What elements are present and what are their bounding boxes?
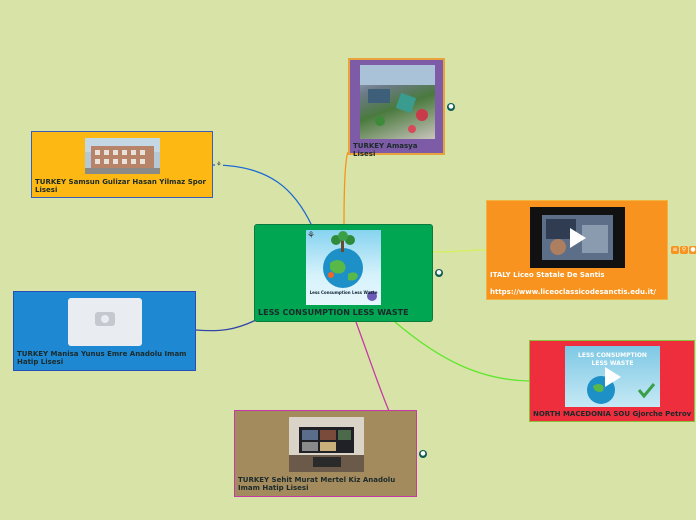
connector-samsun (212, 164, 313, 227)
amasya-photo (360, 65, 435, 139)
samsun-label: TURKEY Samsun Gulizar Hasan Yilmaz Spor … (35, 178, 207, 194)
macedonia-video-thumbnail[interactable]: LESS CONSUMPTION LESS WASTE (565, 346, 660, 407)
italy-globe-icon[interactable]: ● (689, 246, 696, 254)
italy-note-icon[interactable]: ≡ (671, 246, 679, 254)
node-sehit[interactable]: TURKEY Sehit Murat Mertel Kiz Anadolu Im… (234, 410, 417, 497)
italy-link[interactable]: https://www.liceoclassicodesanctis.edu.i… (490, 288, 656, 296)
macedonia-video-title: LESS CONSUMPTION LESS WASTE (578, 352, 647, 367)
italy-video-thumbnail[interactable] (530, 207, 625, 268)
italy-play-icon[interactable] (570, 228, 586, 248)
connector-italy (432, 249, 487, 253)
amasya-globe-icon[interactable]: ● (447, 103, 455, 111)
central-title: LESS CONSUMPTION LESS WASTE (258, 308, 409, 317)
sehit-label: TURKEY Sehit Murat Mertel Kiz Anadolu Im… (238, 476, 396, 492)
connector-amasya (343, 151, 349, 226)
manisa-image-placeholder (68, 298, 142, 346)
italy-link-icon[interactable]: ⚲ (680, 246, 688, 254)
samsun-branch-icon[interactable]: ⚘ (215, 161, 223, 169)
central-poster-image: Less Consumption Less Waste (306, 230, 381, 305)
italy-label: ITALY Liceo Statale De Santis (490, 271, 605, 279)
macedonia-play-icon[interactable] (605, 367, 621, 387)
node-samsun[interactable]: TURKEY Samsun Gulizar Hasan Yilmaz Spor … (31, 131, 213, 198)
node-manisa[interactable]: TURKEY Manisa Yunus Emre Anadolu Imam Ha… (13, 291, 196, 371)
central-globe-icon[interactable]: ● (435, 269, 443, 277)
node-amasya[interactable]: TURKEY Amasya Lisesi (348, 58, 445, 158)
node-macedonia[interactable]: LESS CONSUMPTION LESS WASTE NORTH MACEDO… (529, 340, 695, 422)
connector-manisa (195, 319, 257, 332)
node-italy[interactable]: ITALY Liceo Statale De Santis https://ww… (486, 200, 668, 300)
sehit-photo (289, 417, 364, 472)
sehit-globe-icon[interactable]: ● (419, 450, 427, 458)
manisa-label: TURKEY Manisa Yunus Emre Anadolu Imam Ha… (17, 350, 187, 366)
camera-lens (101, 315, 109, 323)
macedonia-label: NORTH MACEDONIA SOU Gjorche Petrov (533, 410, 692, 418)
connector-macedonia (394, 321, 530, 382)
central-node[interactable]: Less Consumption Less Waste ⚘ LESS CONSU… (254, 224, 433, 322)
samsun-photo (85, 138, 160, 174)
amasya-label: TURKEY Amasya Lisesi (353, 142, 418, 158)
connector-sehit (355, 321, 390, 412)
branch-icon: ⚘ (307, 231, 316, 241)
central-poster-text: Less Consumption Less Waste (309, 290, 378, 295)
